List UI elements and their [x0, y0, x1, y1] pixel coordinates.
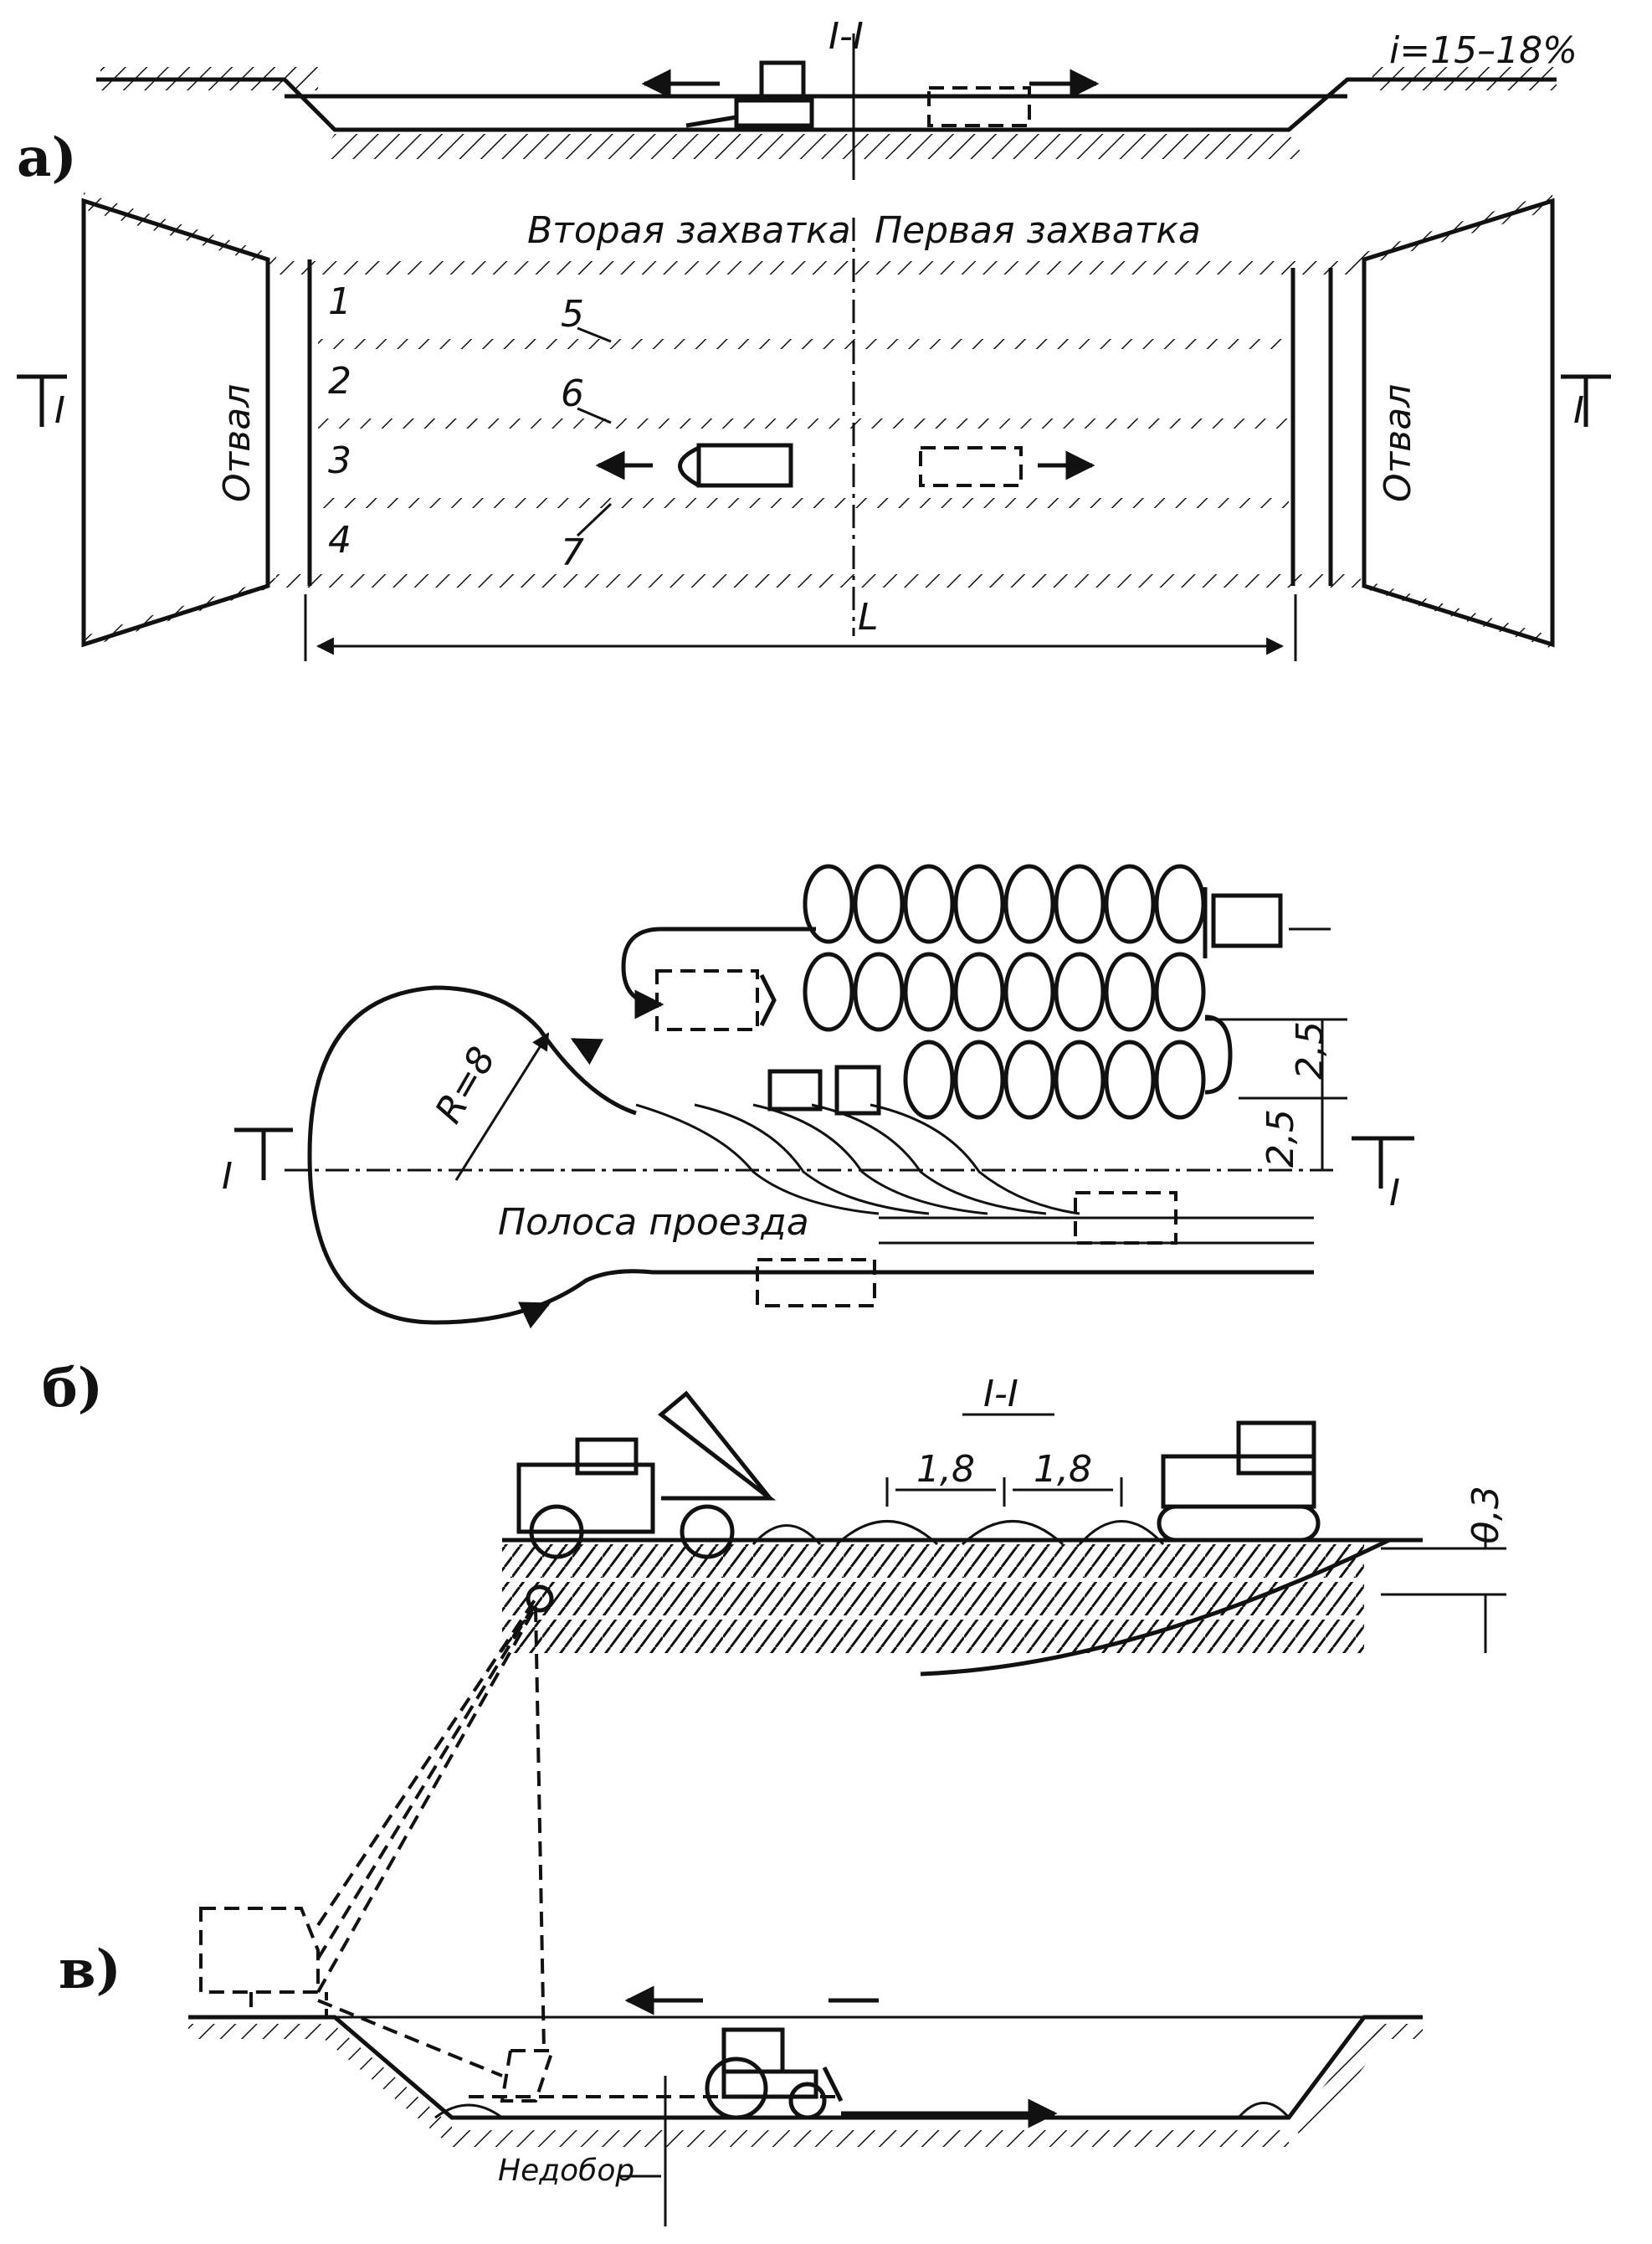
spoil-right-label: Отвал — [1377, 384, 1419, 502]
callout-7: 7 — [561, 531, 584, 574]
section-label-b: I-I — [983, 1373, 1018, 1415]
strip-label-2: 2 — [328, 360, 351, 403]
panel-b-section — [502, 1390, 1506, 1677]
excavator-icon — [685, 60, 814, 128]
slope-label: i=15–18% — [1389, 29, 1578, 72]
pile-spacing-2: 1,8 — [1034, 1448, 1092, 1491]
bulldozer-dashed-icon — [919, 446, 1023, 487]
bulldozer-dashed-icon — [927, 86, 1031, 127]
zone-first-label: Первая захватка — [875, 209, 1201, 252]
section-marker-b-left: I — [222, 1155, 233, 1198]
bulldozer-icon — [678, 443, 793, 488]
panel-v-label: в) — [59, 1938, 121, 2001]
strip-label-4: 4 — [328, 519, 351, 562]
radius-label: R=8 — [427, 1040, 504, 1130]
layer-depth: 0,3 — [1465, 1486, 1507, 1544]
dragline-dashed-icon — [199, 1584, 555, 2103]
bulldozer-icon — [1157, 1420, 1321, 1543]
truck-dashed-icon — [756, 1258, 876, 1307]
callout-6: 6 — [561, 372, 584, 415]
panel-a-plan — [17, 193, 1611, 661]
pile-spacing-1: 1,8 — [916, 1448, 975, 1491]
panel-b-plan — [234, 864, 1414, 1329]
section-marker-b-right: I — [1389, 1172, 1400, 1214]
panel-a-section — [96, 33, 1557, 180]
panel-a-label: а) — [17, 126, 77, 189]
truck-dashed-icon — [1074, 1191, 1177, 1245]
callout-5: 5 — [561, 293, 584, 336]
spoil-left-label: Отвал — [216, 384, 259, 502]
panel-v-section — [188, 1584, 1423, 2226]
section-marker-left: I — [54, 389, 65, 432]
dim-2-5-upper: 2,5 — [1289, 1021, 1331, 1080]
lane-label: Полоса проезда — [498, 1201, 809, 1244]
dump-truck-icon — [516, 1390, 777, 1559]
soil-piles — [803, 864, 1206, 1120]
length-label: L — [858, 596, 879, 639]
strip-label-1: 1 — [328, 280, 351, 323]
dim-2-5-lower: 2,5 — [1260, 1109, 1302, 1168]
section-marker-right: I — [1573, 389, 1584, 432]
truck-dashed-icon — [655, 969, 777, 1031]
shortfall-label: Недобор — [498, 2154, 634, 2188]
section-label-top: I-I — [829, 15, 864, 58]
tractor-icon — [705, 2027, 844, 2120]
panel-b-label: б) — [42, 1357, 103, 1420]
strip-label-3: 3 — [328, 439, 351, 482]
truck-icon — [767, 1065, 881, 1116]
bulldozer-icon — [1203, 887, 1283, 958]
zone-second-label: Вторая захватка — [527, 209, 851, 252]
